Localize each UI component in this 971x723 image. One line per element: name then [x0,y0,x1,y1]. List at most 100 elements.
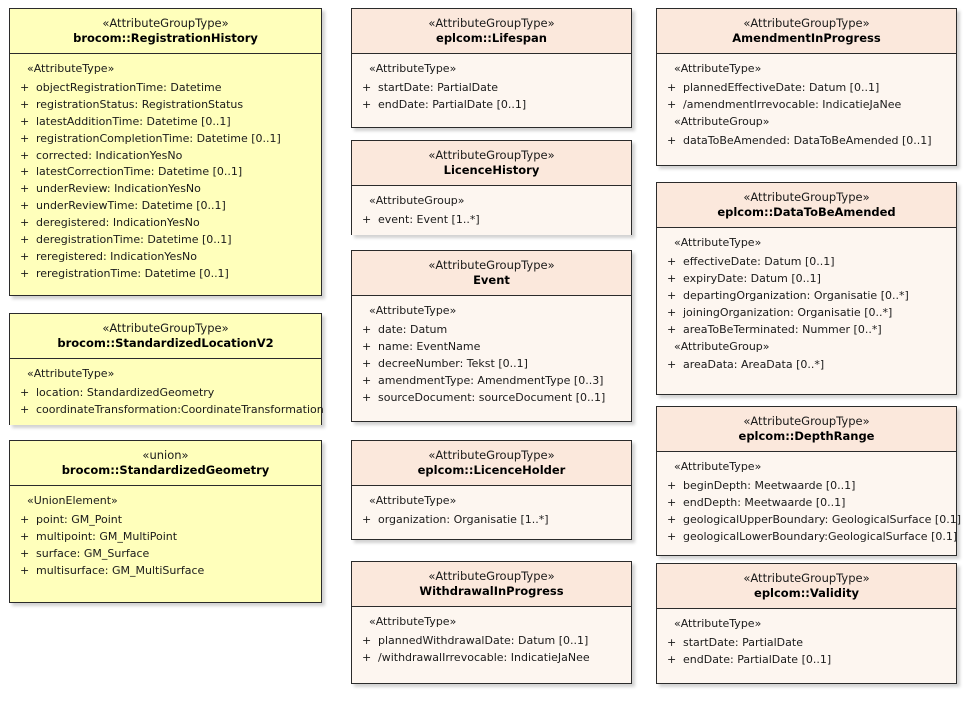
attribute-row: +areaToBeTerminated: Nummer [0..*] [661,321,952,338]
attribute-row: +objectRegistrationTime: Datetime [14,79,317,96]
uml-class-data-to-be-amended[interactable]: «AttributeGroupType»eplcom::DataToBeAmen… [656,182,957,395]
visibility-marker: + [667,358,677,372]
attribute-signature: event: Event [1..*] [378,212,480,226]
attribute-row: +surface: GM_Surface [14,545,317,562]
uml-class-withdrawal-in-progress[interactable]: «AttributeGroupType»WithdrawalInProgress… [351,561,632,684]
class-name: LicenceHistory [443,163,540,178]
visibility-marker: + [20,529,30,543]
class-stereotype: «AttributeGroupType» [743,414,870,428]
class-name: eplcom::Lifespan [436,31,547,46]
class-header-amendment-in-progress: «AttributeGroupType»AmendmentInProgress [657,9,956,55]
attribute-signature: latestAdditionTime: Datetime [0..1] [36,114,231,128]
class-stereotype: «AttributeGroupType» [428,569,555,583]
class-attributes-standardized-geometry: «UnionElement» + point: GM_Point +multipoin… [10,486,321,587]
attribute-row: + reregistrationTime: Datetime [0..1] [14,266,317,283]
attribute-signature: endDepth: Meetwaarde [0..1] [683,495,846,509]
visibility-marker: + [20,385,30,399]
visibility-marker: + [20,97,30,111]
visibility-marker: + [667,652,677,666]
visibility-marker: + [20,563,30,577]
visibility-marker: + [667,97,677,111]
class-header-licence-holder: «AttributeGroupType»eplcom::LicenceHolde… [352,441,631,487]
visibility-marker: + [20,165,30,179]
attribute-row: + /amendmentIrrevocable: IndicatieJaNee [661,96,952,113]
attribute-group-label: «AttributeType» [27,367,115,381]
attribute-signature: areaToBeTerminated: Nummer [0..*] [683,322,882,336]
class-attributes-standardized-location-v2: «AttributeType»+location: StandardizedGe… [10,359,324,426]
uml-class-standardized-geometry[interactable]: «union»brocom::StandardizedGeometry«Unio… [9,440,322,603]
attribute-signature: reregistrationTime: Datetime [0..1] [36,267,229,281]
attribute-row: +deregistrationTime: Datetime [0..1] [14,232,317,249]
attribute-signature: startDate: PartialDate [683,635,803,649]
uml-class-amendment-in-progress[interactable]: «AttributeGroupType»AmendmentInProgress«… [656,8,957,166]
class-stereotype: «AttributeGroupType» [428,148,555,162]
attribute-signature: /amendmentIrrevocable: IndicatieJaNee [683,97,902,111]
class-stereotype: «union» [142,448,189,462]
class-header-depth-range: «AttributeGroupType»eplcom::DepthRange [657,407,956,453]
visibility-marker: + [20,267,30,281]
attribute-signature: /withdrawalIrrevocable: IndicatieJaNee [378,650,590,664]
class-attributes-data-to-be-amended: «AttributeType» +effectiveDate: Datum [0.… [657,228,956,381]
uml-class-licence-history[interactable]: «AttributeGroupType»LicenceHistory «Attri… [351,140,632,236]
attribute-row: +startDate: PartialDate [661,634,952,651]
class-name: eplcom::DepthRange [738,429,875,444]
attribute-signature: name: EventName [378,339,481,353]
attribute-row: +reregistered: IndicationYesNo [14,249,317,266]
uml-class-registration-history[interactable]: «AttributeGroupType»brocom::Registration… [9,8,322,296]
visibility-marker: + [667,495,677,509]
visibility-marker: + [362,322,372,336]
uml-class-validity[interactable]: «AttributeGroupType»eplcom::Validity«Att… [656,563,957,684]
class-header-lifespan: «AttributeGroupType»eplcom::Lifespan [352,9,631,55]
attribute-signature: point: GM_Point [36,512,123,526]
attribute-row: +geologicalLowerBoundary:GeologicalSurfa… [661,528,957,545]
attribute-signature: underReview: IndicationYesNo [36,182,201,196]
attribute-row: +beginDepth: Meetwaarde [0..1] [661,477,952,494]
attribute-row: +underReview: IndicationYesNo [14,181,317,198]
attribute-signature: underReviewTime: Datetime [0..1] [36,199,226,213]
visibility-marker: + [667,271,677,285]
visibility-marker: + [667,512,677,526]
class-header-registration-history: «AttributeGroupType»brocom::Registration… [10,9,321,55]
attribute-row: +multipoint: GM_MultiPoint [14,528,317,545]
attribute-signature: objectRegistrationTime: Datetime [36,80,222,94]
uml-class-depth-range[interactable]: «AttributeGroupType»eplcom::DepthRange«A… [656,406,961,556]
attribute-signature: plannedEffectiveDate: Datum [0..1] [683,80,880,94]
class-header-data-to-be-amended: «AttributeGroupType»eplcom::DataToBeAmen… [657,183,956,229]
visibility-marker: + [667,288,677,302]
class-attributes-amendment-in-progress: «AttributeType»+plannedEffectiveDate: Da… [657,54,956,157]
visibility-marker: + [667,254,677,268]
uml-class-licence-holder[interactable]: «AttributeGroupType»eplcom::LicenceHolde… [351,440,632,540]
class-attributes-withdrawal-in-progress: «AttributeType»+plannedWithdrawalDate: D… [352,607,631,674]
visibility-marker: + [362,356,372,370]
class-header-standardized-location-v2: «AttributeGroupType»brocom::Standardized… [10,314,321,360]
class-stereotype: «AttributeGroupType» [428,448,555,462]
visibility-marker: + [362,390,372,404]
uml-class-standardized-location-v2[interactable]: «AttributeGroupType»brocom::Standardized… [9,313,324,426]
attribute-row: +registrationStatus: RegistrationStatus [14,96,317,113]
attribute-group-label: «UnionElement» [27,494,118,508]
visibility-marker: + [20,233,30,247]
attribute-group-label: «AttributeType» [674,617,762,631]
class-header-validity: «AttributeGroupType»eplcom::Validity [657,564,956,610]
attribute-group-label: «AttributeType» [674,236,762,250]
visibility-marker: + [362,633,372,647]
class-name: WithdrawalInProgress [419,584,564,599]
visibility-marker: + [20,250,30,264]
class-attributes-licence-history: «AttributeGroup»+event: Event [1..*] [352,186,631,236]
attribute-group-label: «AttributeType» [369,615,457,629]
uml-class-lifespan[interactable]: «AttributeGroupType»eplcom::Lifespan«Att… [351,8,632,128]
class-name: brocom::StandardizedGeometry [61,463,270,478]
uml-class-event[interactable]: «AttributeGroupType»Event«AttributeType»… [351,250,632,422]
attribute-row: +effectiveDate: Datum [0..1] [661,253,952,270]
visibility-marker: + [20,131,30,145]
attribute-signature: corrected: IndicationYesNo [36,148,183,162]
class-stereotype: «AttributeGroupType» [743,571,870,585]
attribute-group-label: «AttributeType» [369,494,457,508]
attribute-signature: multisurface: GM_MultiSurface [36,563,205,577]
class-name: brocom::StandardizedLocationV2 [57,336,274,351]
attribute-signature: expiryDate: Datum [0..1] [683,271,821,285]
attribute-row: +areaData: AreaData [0..*] [661,357,952,374]
attribute-row: +sourceDocument: sourceDocument [0..1] [356,389,627,406]
class-name: Event [473,273,510,288]
attribute-signature: amendmentType: AmendmentType [0..3] [378,373,604,387]
